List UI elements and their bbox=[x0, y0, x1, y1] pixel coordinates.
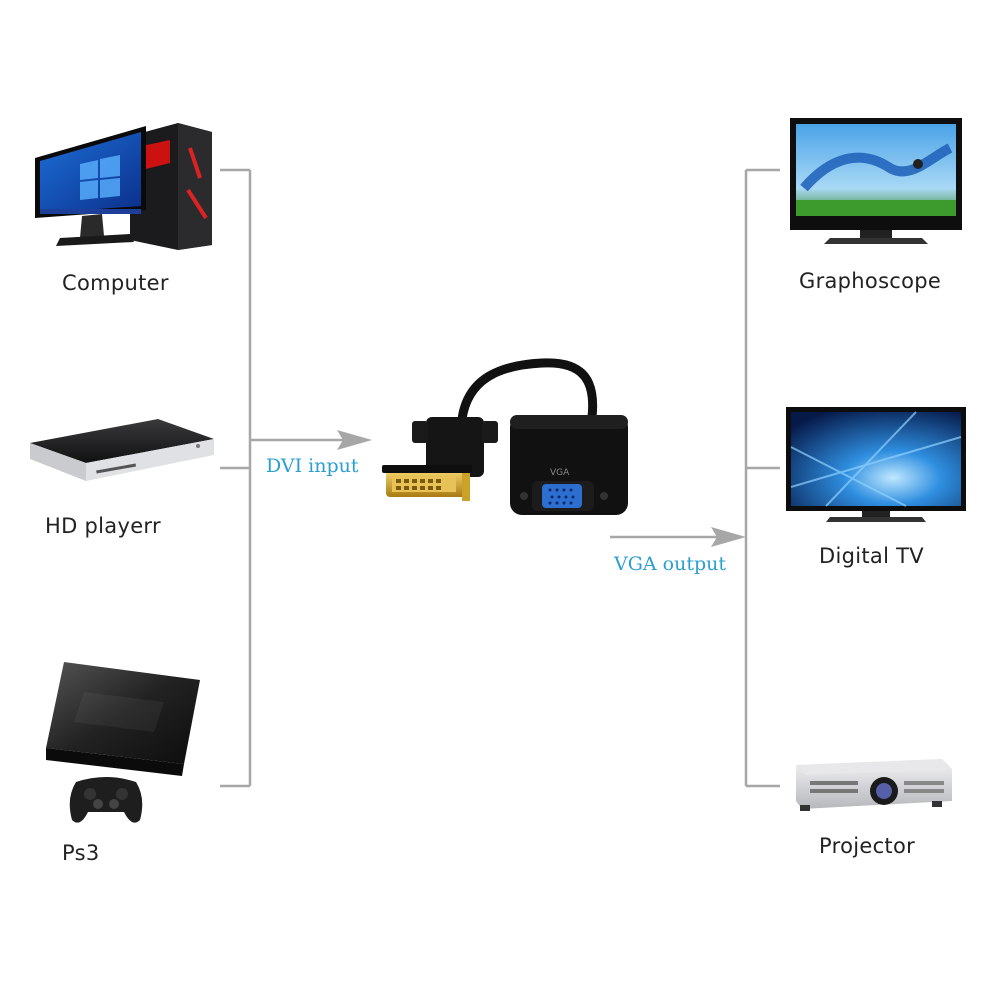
projector-icon bbox=[796, 759, 952, 811]
svg-text:VGA: VGA bbox=[550, 468, 570, 478]
vga-output-label: VGA output bbox=[614, 553, 727, 575]
monitor-icon bbox=[790, 118, 962, 244]
hd-player-label: HD playerr bbox=[45, 514, 161, 538]
dvi-vga-adapter-icon: VGA bbox=[382, 358, 628, 515]
computer-label: Computer bbox=[62, 271, 169, 295]
hd-player-icon bbox=[30, 419, 214, 481]
dvi-input-label: DVI input bbox=[266, 455, 359, 477]
digital-tv-icon bbox=[786, 407, 966, 522]
computer-icon bbox=[35, 123, 212, 250]
ps3-label: Ps3 bbox=[62, 841, 100, 865]
projector-label: Projector bbox=[819, 834, 916, 858]
game-console-icon bbox=[46, 662, 200, 776]
gamepad-icon bbox=[69, 777, 143, 823]
graphoscope-label: Graphoscope bbox=[799, 269, 942, 293]
digital-tv-label: Digital TV bbox=[819, 544, 924, 568]
